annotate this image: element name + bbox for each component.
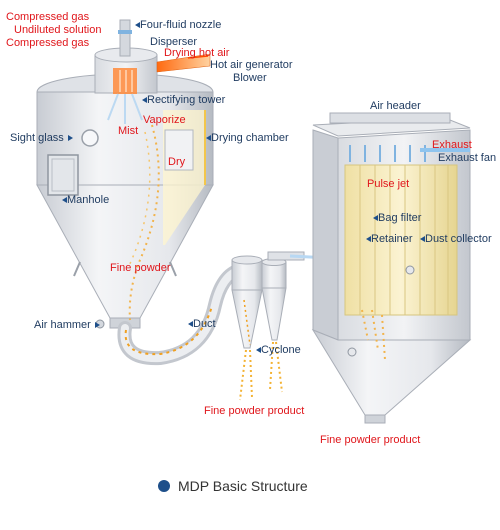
diagram-caption: MDP Basic Structure: [158, 478, 308, 494]
label-cyclone: Cyclone: [254, 344, 301, 356]
pointer-arrow-icon: [366, 236, 371, 243]
label-duct: Duct: [186, 318, 216, 330]
label-drying-hot-air: Drying hot air: [164, 47, 230, 59]
pointer-arrow-icon: [94, 322, 100, 329]
label-mist: Mist: [118, 125, 139, 137]
cyclone-powder-output: [239, 341, 283, 401]
cyclone-pair: [231, 251, 331, 349]
drying-particles: [127, 124, 160, 321]
pointer-arrow-icon: [420, 236, 425, 243]
hot-air-inlet-duct: [156, 53, 211, 73]
chamber-legs: [73, 261, 177, 277]
pointer-arrow-icon: [62, 197, 67, 204]
pointer-arrow-icon: [135, 22, 140, 29]
label-fine-powder-product-1: Fine powder product: [204, 405, 305, 417]
label-sight-glass: Sight glass: [10, 132, 75, 144]
bullet-dot-icon: [158, 480, 170, 492]
label-fine-powder: Fine powder: [110, 262, 171, 274]
dust-collector-vessel: [311, 112, 472, 424]
label-air-header: Air header: [370, 100, 421, 112]
sight-glass-port: [81, 129, 99, 147]
duct-pipe: [117, 263, 247, 366]
label-dry: Dry: [168, 156, 186, 168]
label-exhaust: Exhaust: [432, 139, 472, 151]
label-drying-chamber: Drying chamber: [204, 132, 289, 144]
label-fine-powder-product-2: Fine powder product: [320, 434, 421, 446]
hot-air-stream: [107, 68, 143, 124]
label-disperser: Disperser: [150, 36, 198, 48]
label-exhaust-fan: Exhaust fan: [438, 152, 497, 164]
pointer-arrow-icon: [67, 135, 73, 142]
label-compressed-gas-2: Compressed gas: [6, 37, 90, 49]
pointer-arrow-icon: [188, 321, 193, 328]
label-air-hammer: Air hammer: [34, 319, 102, 331]
label-vaporize: Vaporize: [143, 114, 186, 126]
pointer-arrow-icon: [206, 135, 211, 142]
label-undiluted-solution: Undiluted solution: [14, 24, 102, 36]
label-blower: Blower: [233, 72, 267, 84]
pointer-arrow-icon: [373, 215, 378, 222]
label-compressed-gas-1: Compressed gas: [6, 11, 90, 23]
label-dust-collector: Dust collector: [418, 233, 492, 245]
manhole-door: [47, 154, 79, 196]
pointer-arrow-icon: [142, 97, 147, 104]
label-retainer: Retainer: [364, 233, 413, 245]
collector-nozzle: [405, 265, 415, 275]
label-hot-air-generator: Hot air generator: [210, 59, 293, 71]
pointer-arrow-icon: [256, 347, 261, 354]
label-four-fluid-nozzle: Four-fluid nozzle: [133, 19, 221, 31]
label-rectifying-tower: Rectifying tower: [140, 94, 225, 106]
label-bag-filter: Bag filter: [371, 212, 421, 224]
label-pulse-jet: Pulse jet: [367, 178, 410, 190]
chamber-window: [164, 129, 194, 171]
label-manhole: Manhole: [60, 194, 109, 206]
collector-port: [347, 347, 357, 357]
